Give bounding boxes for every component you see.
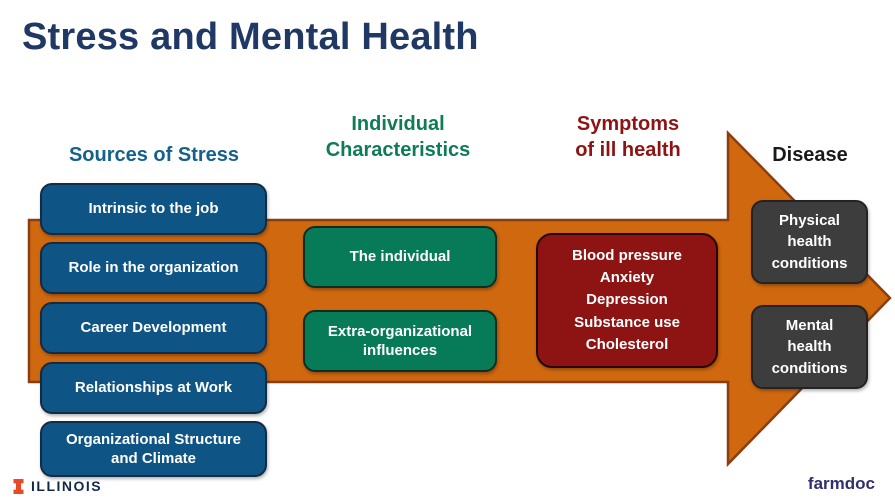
header-sources-of-stress: Sources of Stress	[68, 144, 240, 166]
box-career-development: Career Development	[40, 302, 267, 354]
header-symptoms-of-ill-health: Symptoms of ill health	[575, 113, 681, 162]
box-relationships-at-work: Relationships at Work	[40, 362, 267, 414]
box-mental-health-conditions: Mental health conditions	[751, 305, 868, 389]
illinois-block-i-icon	[13, 478, 24, 494]
farmdoc-logo: farmdoc	[807, 474, 875, 493]
box-intrinsic-to-the-job: Intrinsic to the job	[40, 183, 267, 235]
box-physical-health-conditions: Physical health conditions	[751, 200, 868, 284]
header-individual-characteristics: Individual Characteristics	[325, 113, 471, 162]
box-role-in-the-organization: Role in the organization	[40, 242, 267, 294]
header-disease: Disease	[772, 144, 848, 166]
box-organizational-structure-and-climate: Organizational Structure and Climate	[40, 421, 267, 477]
box-symptoms-list: Blood pressure Anxiety Depression Substa…	[536, 233, 718, 368]
box-extra-organizational-influences: Extra-organizational influences	[303, 310, 497, 372]
page-title: Stress and Mental Health	[22, 16, 479, 58]
illinois-logo: ILLINOIS	[12, 478, 102, 494]
box-the-individual: The individual	[303, 226, 497, 288]
illinois-wordmark: ILLINOIS	[31, 478, 103, 494]
